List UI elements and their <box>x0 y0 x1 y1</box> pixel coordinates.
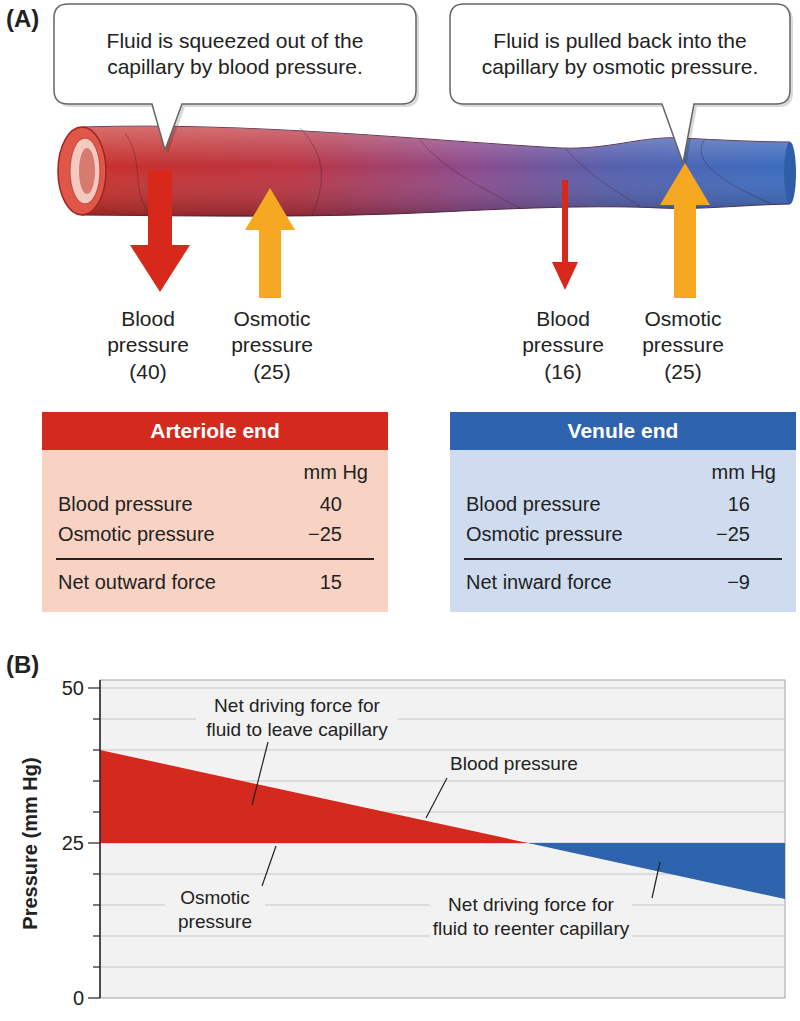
y-axis <box>99 680 101 998</box>
callout-border <box>54 4 416 150</box>
axis-tick <box>88 687 100 688</box>
axis-tick <box>93 966 100 967</box>
leader-lines <box>252 742 660 898</box>
callout-bubble: Fluid is pulled back into the capillary … <box>450 4 790 104</box>
table-cell: Net inward force <box>466 570 612 595</box>
table-heading: Arteriole end <box>42 412 388 450</box>
table-cell: 15 <box>320 570 342 595</box>
arrow-label: Blood pressure (16) <box>508 306 618 385</box>
cell-boundary <box>420 140 520 208</box>
axis-title: Pressure (mm Hg) <box>18 744 43 944</box>
panel-letter: (B) <box>6 650 66 680</box>
callout-text: Fluid is pulled back into the capillary … <box>450 4 790 104</box>
leader-line <box>262 846 276 886</box>
table-heading: Venule end <box>450 412 796 450</box>
pressure-chart <box>88 680 785 998</box>
table-cell: 16 <box>728 492 750 517</box>
callout-text: Fluid is squeezed out of the capillary b… <box>54 4 416 104</box>
axis-tick <box>93 780 100 781</box>
osmotic-pressure-arrow <box>245 188 295 298</box>
axis-tick <box>93 811 100 812</box>
blood-pressure-arrow <box>552 180 578 290</box>
chart-annotation: Net driving force for fluid to leave cap… <box>196 694 398 742</box>
plot-area <box>100 680 785 998</box>
chart-annotation: Net driving force for fluid to reenter c… <box>430 893 632 941</box>
capillary-end <box>784 142 796 204</box>
capillary-opening <box>58 127 106 215</box>
table-cell: Osmotic pressure <box>58 522 215 547</box>
axis-ticks <box>88 688 100 998</box>
callout-bubble: Fluid is squeezed out of the capillary b… <box>54 4 416 104</box>
axis-tick <box>88 842 100 843</box>
axis-tick <box>93 904 100 905</box>
pressure-arrows <box>130 163 710 298</box>
cell-boundary <box>565 148 640 206</box>
table-cell: Net outward force <box>58 570 216 595</box>
leader-line <box>652 862 660 898</box>
table-cell: Blood pressure <box>58 492 193 517</box>
arrow-label: Blood pressure (40) <box>93 306 203 385</box>
inward-force-area <box>528 843 785 899</box>
axis-tick <box>93 718 100 719</box>
tick-label: 0 <box>40 986 84 1011</box>
cell-boundary <box>125 133 150 214</box>
table-cell: Blood pressure <box>466 492 601 517</box>
grid-line <box>100 967 785 968</box>
cell-boundary <box>701 139 772 204</box>
pressure-table: Venule end mm Hg Blood pressure 16Osmotic p… <box>450 412 796 612</box>
table-rule <box>56 558 374 560</box>
callout-border <box>450 4 790 163</box>
blood-pressure-arrow <box>130 170 190 292</box>
axis-tick <box>93 873 100 874</box>
leader-line <box>252 742 268 805</box>
grid-line <box>100 750 785 751</box>
capillary-lumen <box>79 148 95 194</box>
callout-outline <box>54 4 422 156</box>
grid-lines <box>100 688 785 967</box>
chart-annotation: Osmotic pressure <box>165 886 265 934</box>
table-cell: −9 <box>727 570 750 595</box>
leader-line <box>426 778 447 818</box>
cell-boundary <box>300 128 321 216</box>
grid-line <box>100 688 785 689</box>
pressure-table: Arteriole end mm Hg Blood pressure 40Osmoti… <box>42 412 388 612</box>
tick-label: 50 <box>40 676 84 701</box>
axis-tick <box>93 935 100 936</box>
table-cell: Osmotic pressure <box>466 522 623 547</box>
table-rule <box>464 558 782 560</box>
axis-tick <box>88 997 100 998</box>
table-cell: −25 <box>716 522 750 547</box>
arrow-label: Osmotic pressure (25) <box>628 306 738 385</box>
table-cell: mm Hg <box>712 460 776 485</box>
osmotic-pressure-arrow <box>660 163 710 298</box>
panel-letter: (A) <box>6 4 66 34</box>
chart-annotation: Blood pressure <box>450 752 610 776</box>
table-cell: 40 <box>320 492 342 517</box>
capillary-wall <box>70 138 100 204</box>
table-cell: −25 <box>308 522 342 547</box>
arrow-label: Osmotic pressure (25) <box>217 306 327 385</box>
table-cell: mm Hg <box>304 460 368 485</box>
axis-tick <box>93 749 100 750</box>
tick-label: 25 <box>40 831 84 856</box>
